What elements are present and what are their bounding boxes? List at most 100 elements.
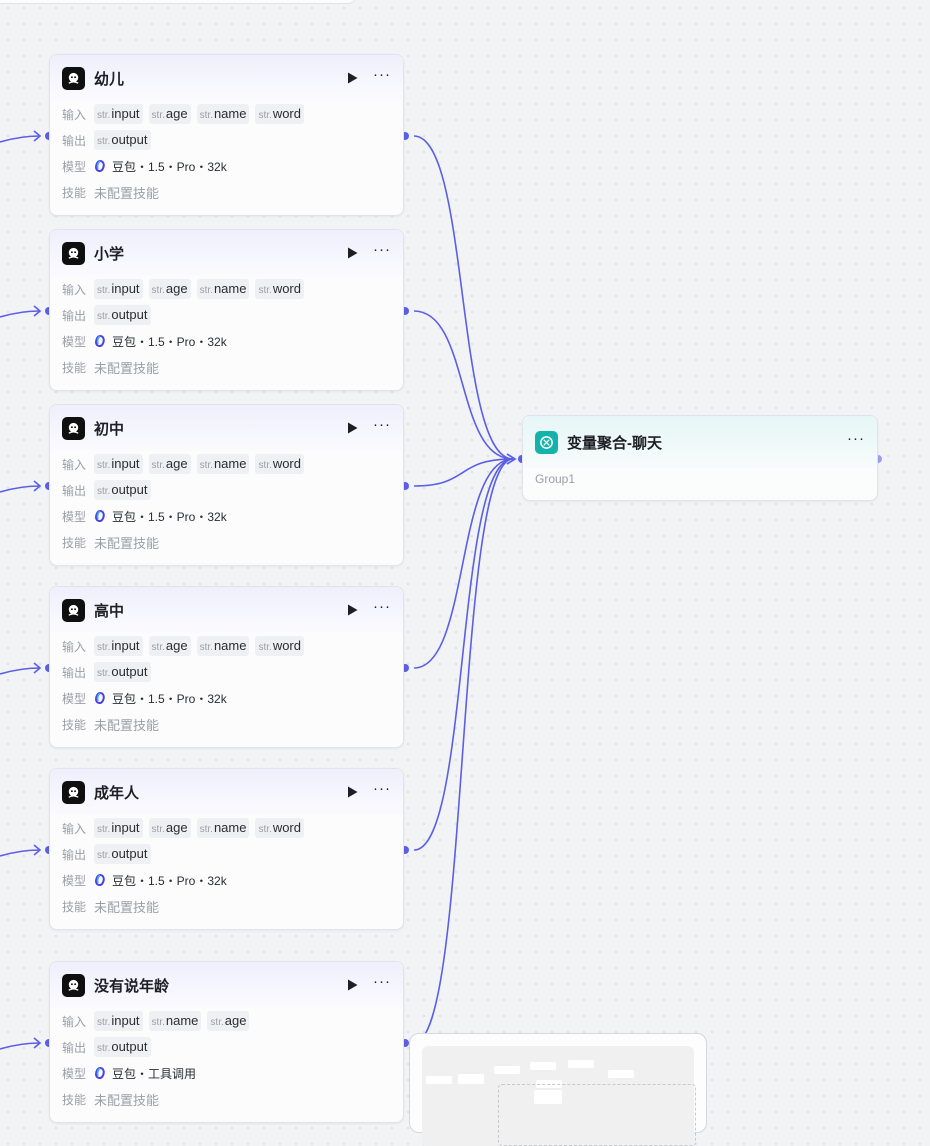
outgoing-edge (413, 458, 514, 1044)
outputs-label: 输出 (62, 1040, 87, 1055)
more-options-icon[interactable]: ··· (847, 430, 865, 447)
node-header: 高中 ··· (50, 587, 403, 633)
llm-icon (62, 598, 85, 622)
run-icon[interactable] (345, 71, 359, 85)
incoming-edge (0, 135, 41, 143)
run-icon[interactable] (345, 603, 359, 617)
llm-icon (62, 780, 85, 804)
doubao-model-icon (94, 159, 106, 172)
skills-label: 技能 (62, 185, 87, 200)
node-header: 初中 ··· (50, 405, 403, 451)
skills-value: 未配置技能 (94, 899, 160, 915)
more-options-icon[interactable]: ··· (373, 973, 391, 990)
outputs-label: 输出 (62, 483, 87, 498)
inputs-label: 输入 (62, 1014, 87, 1029)
input-variable-tag: str.input (94, 1011, 143, 1031)
more-options-icon[interactable]: ··· (373, 241, 391, 258)
output-variable-tag: str.output (94, 480, 151, 500)
model-row: 模型 豆包・1.5・Pro・32k (50, 867, 403, 893)
model-name: 豆包・1.5・Pro・32k (112, 509, 227, 524)
node-header: 变量聚合-聊天 ··· (523, 416, 877, 468)
model-row: 模型 豆包・工具调用 (50, 1060, 403, 1086)
input-variable-tag: str.age (148, 104, 191, 124)
inputs-label: 输入 (62, 821, 87, 836)
inputs-label: 输入 (62, 639, 87, 654)
inputs-label: 输入 (62, 107, 87, 122)
output-variable-tag: str.output (94, 130, 151, 150)
minimap-canvas (422, 1046, 696, 1146)
outputs-label: 输出 (62, 133, 87, 148)
incoming-edge (0, 485, 41, 493)
node-title: 小学 (94, 245, 125, 263)
incoming-edge (0, 310, 41, 318)
model-name: 豆包・工具调用 (112, 1066, 197, 1081)
skills-row: 技能 未配置技能 (50, 529, 403, 555)
output-variable-tag: str.output (94, 305, 151, 325)
model-label: 模型 (62, 691, 87, 706)
more-options-icon[interactable]: ··· (373, 598, 391, 615)
input-variable-tag: str.name (196, 818, 250, 838)
run-icon[interactable] (345, 785, 359, 799)
skills-value: 未配置技能 (94, 535, 160, 551)
output-variable-tag: str.output (94, 662, 151, 682)
inputs-label: 输入 (62, 282, 87, 297)
incoming-edge (0, 1042, 41, 1050)
model-row: 模型 豆包・1.5・Pro・32k (50, 685, 403, 711)
incoming-edge (0, 849, 41, 857)
llm-icon (62, 241, 85, 265)
skills-row: 技能 未配置技能 (50, 354, 403, 380)
input-variable-tag: str.input (94, 104, 143, 124)
input-variable-tag: str.word (255, 279, 304, 299)
outgoing-edge (413, 135, 514, 460)
model-name: 豆包・1.5・Pro・32k (112, 873, 227, 888)
node-header: 小学 ··· (50, 230, 403, 276)
skills-row: 技能 未配置技能 (50, 711, 403, 737)
skills-label: 技能 (62, 1092, 87, 1107)
doubao-model-icon (94, 691, 106, 704)
more-options-icon[interactable]: ··· (373, 780, 391, 797)
model-label: 模型 (62, 509, 87, 524)
run-icon[interactable] (345, 978, 359, 992)
model-label: 模型 (62, 1066, 87, 1081)
incoming-edge (0, 667, 41, 675)
model-row: 模型 豆包・1.5・Pro・32k (50, 503, 403, 529)
node-title: 幼儿 (94, 70, 125, 88)
edge-arrow (33, 480, 42, 492)
offscreen-node-edge[interactable] (0, 0, 356, 4)
edge-arrow (33, 662, 42, 674)
minimap-panel[interactable] (409, 1033, 707, 1146)
input-variable-tag: str.name (148, 1011, 202, 1031)
run-icon[interactable] (345, 421, 359, 435)
outgoing-edge (413, 458, 514, 669)
outputs-row: 输出 str.output (50, 127, 403, 153)
edge-arrow (33, 305, 42, 317)
llm-icon (62, 973, 85, 997)
model-label: 模型 (62, 159, 87, 174)
doubao-model-icon (94, 334, 106, 347)
outputs-label: 输出 (62, 847, 87, 862)
skills-label: 技能 (62, 717, 87, 732)
input-variable-tag: str.age (148, 636, 191, 656)
skills-value: 未配置技能 (94, 185, 160, 201)
skills-value: 未配置技能 (94, 717, 160, 733)
node-title: 初中 (94, 420, 125, 438)
doubao-model-icon (94, 873, 106, 886)
model-name: 豆包・1.5・Pro・32k (112, 159, 227, 174)
run-icon[interactable] (345, 246, 359, 260)
more-options-icon[interactable]: ··· (373, 416, 391, 433)
variable-aggregator-node[interactable]: 变量聚合-聊天 ··· Group1 (522, 415, 878, 501)
more-options-icon[interactable]: ··· (373, 66, 391, 83)
